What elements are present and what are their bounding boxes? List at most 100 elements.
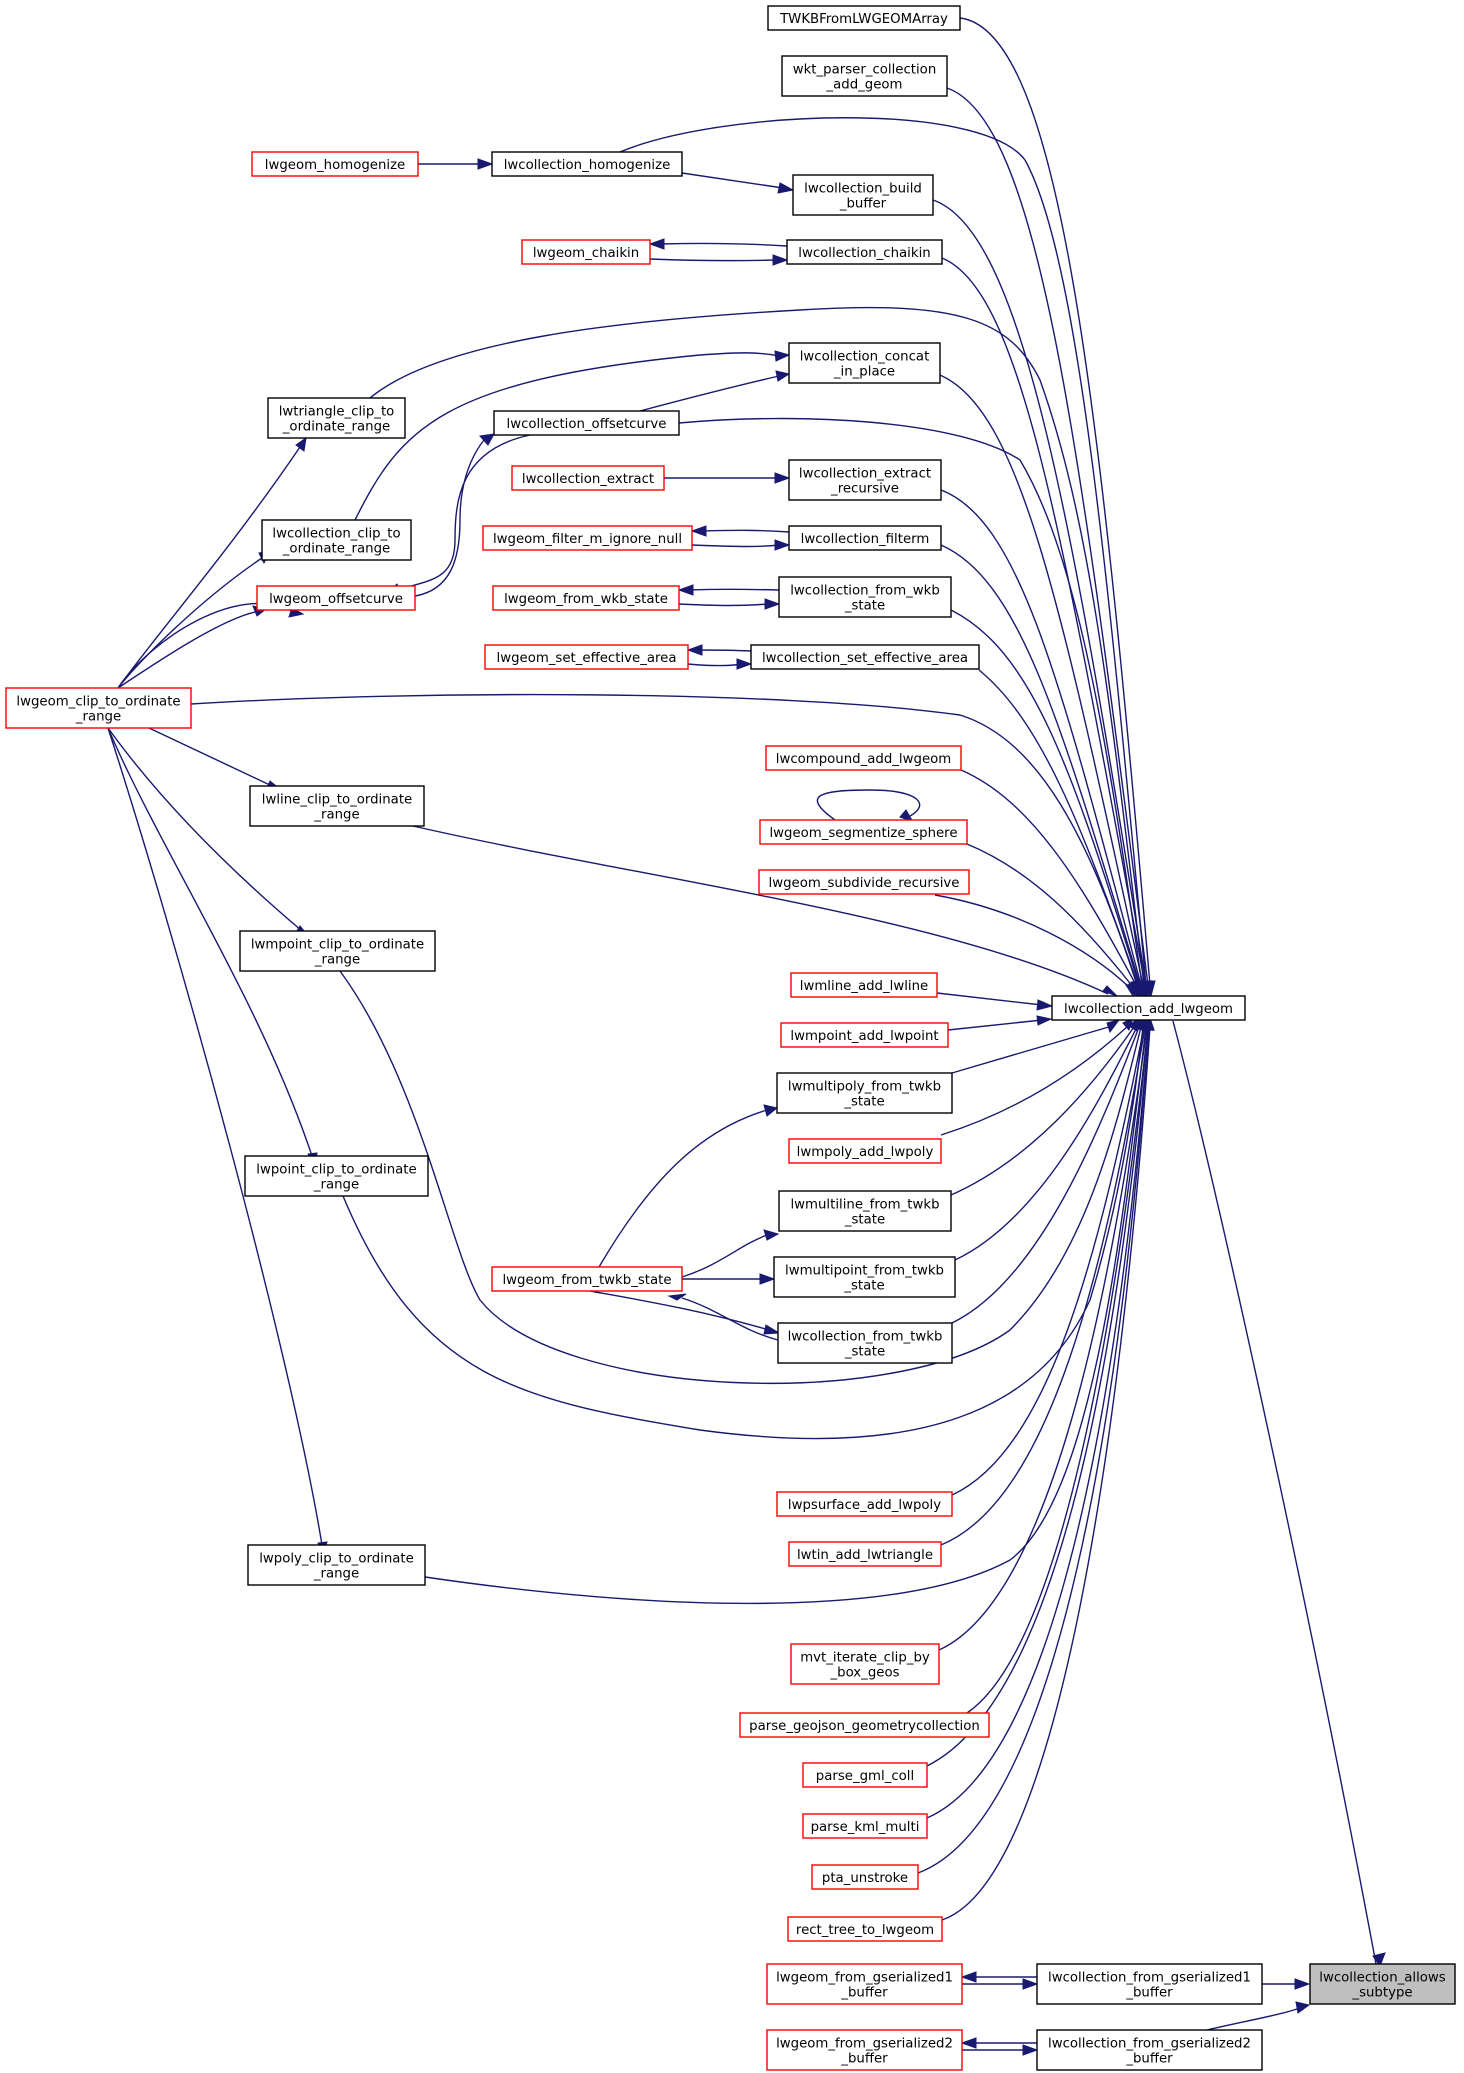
function-node-box: [267, 397, 406, 439]
function-node[interactable]: lwgeom_from_wkb_state: [492, 585, 680, 611]
function-node[interactable]: lwgeom_from_twkb_state: [491, 1266, 683, 1292]
function-node[interactable]: lwcollection_from_twkb_state: [777, 1322, 953, 1364]
function-node[interactable]: lwmline_add_lwline: [790, 972, 938, 998]
edge-line: [966, 843, 1134, 988]
edge-line: [941, 257, 1146, 986]
call-edge: [148, 727, 283, 791]
edge-line: [947, 1019, 1043, 1031]
edge-line: [941, 1026, 1151, 1921]
function-node[interactable]: pta_unstroke: [811, 1864, 919, 1890]
function-node-box: [1036, 1963, 1263, 2005]
function-node[interactable]: lwcollection_chaikin: [786, 239, 943, 265]
function-node-label: lwmpoint_add_lwpoint: [790, 1029, 938, 1044]
call-edge: [962, 2044, 1039, 2056]
function-node[interactable]: TWKBFromLWGEOMArray: [767, 5, 961, 31]
function-node[interactable]: parse_geojson_geometrycollection: [739, 1712, 990, 1738]
function-node[interactable]: lwgeom_from_gserialized2_buffer: [766, 2029, 963, 2071]
function-node[interactable]: lwmultipoint_from_twkb_state: [773, 1256, 956, 1298]
function-node[interactable]: lwcollection_extract: [511, 465, 665, 491]
function-node[interactable]: lwcollection_filterm: [788, 525, 942, 551]
function-node-label: _range: [313, 1567, 359, 1582]
function-node-box: [802, 1762, 928, 1788]
function-node[interactable]: mvt_iterate_clip_by_box_geos: [790, 1643, 940, 1685]
function-node[interactable]: lwcollection_allows_subtype: [1309, 1963, 1456, 2005]
function-node[interactable]: lwmpoint_clip_to_ordinate_range: [239, 930, 436, 972]
function-node[interactable]: lwcollection_build_buffer: [792, 174, 934, 216]
function-node-label: _range: [313, 1178, 359, 1193]
call-edge: [687, 658, 753, 670]
function-node-label: _box_geos: [829, 1666, 899, 1681]
function-node-label: _ordinate_range: [282, 542, 390, 557]
function-node-label: lwgeom_from_gserialized2: [776, 2037, 953, 2052]
function-node-box: [492, 585, 680, 611]
function-node[interactable]: rect_tree_to_lwgeom: [787, 1916, 943, 1942]
function-node[interactable]: parse_kml_multi: [802, 1813, 928, 1839]
function-node-label: lwcollection_add_lwgeom: [1064, 1002, 1233, 1017]
function-node-label: _ordinate_range: [282, 420, 390, 435]
function-node[interactable]: lwgeom_homogenize: [251, 151, 419, 177]
edge-arrowhead: [960, 1971, 977, 1983]
function-node[interactable]: lwpsurface_add_lwpoly: [776, 1491, 953, 1517]
function-node-label: lwcollection_build: [804, 182, 922, 197]
function-node-label: rect_tree_to_lwgeom: [796, 1923, 934, 1938]
call-edge: [678, 598, 781, 610]
function-node[interactable]: lwmpoint_add_lwpoint: [780, 1022, 949, 1048]
function-node[interactable]: lwmultipoly_from_twkb_state: [776, 1072, 953, 1114]
call-edge: [589, 1290, 781, 1335]
edge-arrowhead: [763, 1229, 780, 1241]
call-edge: [941, 257, 1151, 998]
function-node[interactable]: lwcollection_from_gserialized1_buffer: [1036, 1963, 1263, 2005]
edge-line: [951, 1026, 1145, 1496]
function-node[interactable]: lwgeom_segmentize_sphere: [759, 819, 968, 845]
function-node[interactable]: lwtriangle_clip_to_ordinate_range: [267, 397, 406, 439]
function-node[interactable]: wkt_parser_collection_add_geom: [781, 55, 948, 97]
edge-arrowhead: [736, 658, 753, 670]
function-node[interactable]: lwpoly_clip_to_ordinate_range: [247, 1544, 426, 1586]
function-node[interactable]: lwcollection_add_lwgeom: [1051, 995, 1246, 1021]
function-node[interactable]: lwgeom_clip_to_ordinate_range: [5, 687, 192, 729]
call-edge: [959, 17, 1156, 998]
function-node[interactable]: lwcollection_clip_to_ordinate_range: [261, 519, 412, 561]
function-node[interactable]: lwcollection_offsetcurve: [493, 410, 680, 436]
function-node[interactable]: lwline_clip_to_ordinate_range: [249, 785, 425, 827]
edge-line: [659, 242, 788, 247]
call-edge: [951, 1016, 1144, 1324]
function-node-label: lwgeom_offsetcurve: [269, 592, 403, 607]
edge-line: [688, 588, 780, 591]
function-node[interactable]: lwgeom_from_gserialized1_buffer: [766, 1963, 963, 2005]
edge-arrowhead: [774, 472, 791, 484]
function-node[interactable]: lwgeom_filter_m_ignore_null: [482, 525, 693, 551]
call-edge: [639, 370, 791, 412]
function-node[interactable]: lwcollection_set_effective_area: [750, 644, 980, 670]
edge-arrowhead: [1295, 2001, 1311, 2014]
edge-line: [946, 87, 1149, 986]
function-node[interactable]: lwgeom_set_effective_area: [484, 644, 689, 670]
call-edge: [940, 544, 1146, 998]
function-node-box: [1309, 1963, 1456, 2005]
function-node-label: _in_place: [833, 365, 895, 380]
edge-arrowhead: [775, 370, 791, 382]
function-node[interactable]: lwgeom_offsetcurve: [256, 585, 416, 611]
function-node[interactable]: lwcollection_from_wkb_state: [778, 576, 952, 618]
function-node[interactable]: lwcollection_extract_recursive: [788, 459, 942, 501]
function-node[interactable]: parse_gml_coll: [802, 1762, 928, 1788]
function-node-label: lwgeom_subdivide_recursive: [769, 876, 960, 891]
function-node[interactable]: lwmultiline_from_twkb_state: [778, 1190, 952, 1232]
function-node[interactable]: lwpoint_clip_to_ordinate_range: [244, 1155, 429, 1197]
function-node[interactable]: lwcollection_from_gserialized2_buffer: [1036, 2029, 1263, 2071]
function-node[interactable]: lwcollection_homogenize: [491, 151, 683, 177]
function-node-label: _buffer: [1125, 2052, 1173, 2067]
function-node[interactable]: lwcompound_add_lwgeom: [765, 745, 962, 771]
function-node[interactable]: lwgeom_subdivide_recursive: [758, 869, 970, 895]
call-edge: [1262, 1978, 1311, 1990]
function-node[interactable]: lwtin_add_lwtriangle: [788, 1541, 942, 1567]
function-node-box: [776, 1072, 953, 1114]
function-node-box: [765, 745, 962, 771]
function-node-label: lwcompound_add_lwgeom: [776, 752, 951, 767]
function-node[interactable]: lwgeom_chaikin: [521, 239, 651, 265]
edge-arrowhead: [1022, 2044, 1039, 2056]
function-node[interactable]: lwmpoly_add_lwpoly: [788, 1138, 942, 1164]
function-node-box: [511, 465, 665, 491]
function-node[interactable]: lwcollection_concat_in_place: [788, 342, 941, 384]
edge-line: [678, 417, 1143, 986]
